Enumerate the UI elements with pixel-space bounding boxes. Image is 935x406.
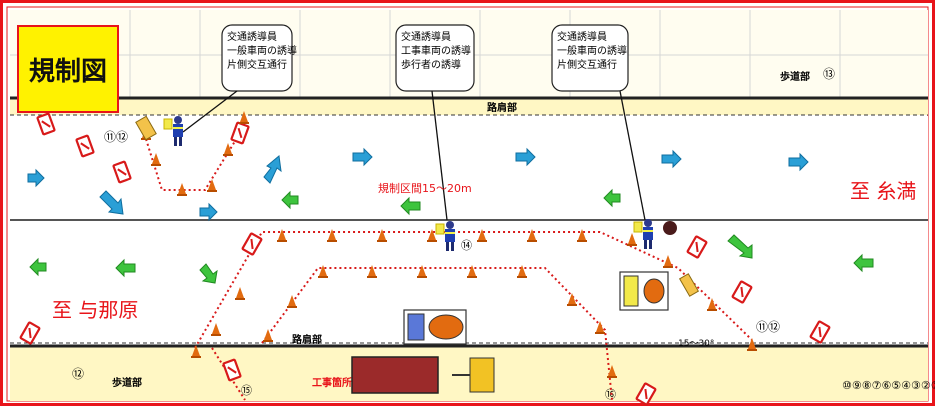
regulation-zone-label: 規制区間15～20m (378, 181, 472, 195)
callout-1-line-2: 一般車両の誘導 (227, 44, 297, 57)
bottom-sidewalk (10, 346, 928, 401)
direction-yonabaru: 至 与那原 (52, 298, 138, 322)
sign-number-11-12-b: ⑪⑫ (756, 320, 780, 334)
truck-middle-icon (403, 309, 467, 345)
shoulder-bottom-label: 路肩部 (292, 333, 322, 346)
direction-itoman: 至 糸満 (850, 179, 916, 203)
sign-number-13: ⑬ (823, 67, 835, 81)
stop-sign-icon (663, 221, 677, 235)
sidewalk-bottom-label: 歩道部 (112, 376, 142, 389)
top-shoulder (10, 98, 928, 115)
callout-1: 交通誘導員 一般車両の誘導 片側交互通行 (182, 24, 297, 133)
sign-number-11-12-a: ⑪⑫ (104, 130, 128, 144)
callout-1-line-1: 交通誘導員 (227, 30, 277, 43)
sign-number-15: ⑮ (241, 384, 252, 397)
callout-1-line-3: 片側交互通行 (227, 58, 287, 71)
callout-2-line-1: 交通誘導員 (401, 30, 451, 43)
barricades (135, 115, 700, 297)
blue-arrows (27, 147, 809, 222)
callout-3-line-3: 片側交互通行 (557, 58, 617, 71)
sign-number-sequence: ⑩⑨⑧⑦⑥⑤④③②① (842, 379, 935, 392)
callout-3-line-1: 交通誘導員 (557, 30, 607, 43)
sign-number-14: ⑭ (461, 239, 472, 252)
angle-label: 15～30° (678, 339, 714, 349)
title-box (17, 25, 119, 113)
truck-top-icon (619, 271, 669, 311)
callout-3-line-2: 一般車両の誘導 (557, 44, 627, 57)
roller-icon (452, 357, 495, 393)
callout-2: 交通誘導員 工事車両の誘導 歩行者の誘導 (395, 24, 475, 221)
sign-number-12: ⑫ (72, 367, 84, 381)
callout-2-line-3: 歩行者の誘導 (401, 58, 461, 71)
shoulder-top-label: 路肩部 (487, 101, 517, 114)
construction-area (351, 356, 439, 394)
callout-2-line-2: 工事車両の誘導 (401, 44, 471, 57)
sidewalk-top-label: 歩道部 (780, 70, 810, 83)
construction-site-label: 工事箇所 (312, 376, 352, 389)
page-title: 規制図 (29, 57, 107, 87)
callout-3: 交通誘導員 一般車両の誘導 片側交互通行 (551, 24, 646, 221)
green-arrows (29, 188, 874, 284)
